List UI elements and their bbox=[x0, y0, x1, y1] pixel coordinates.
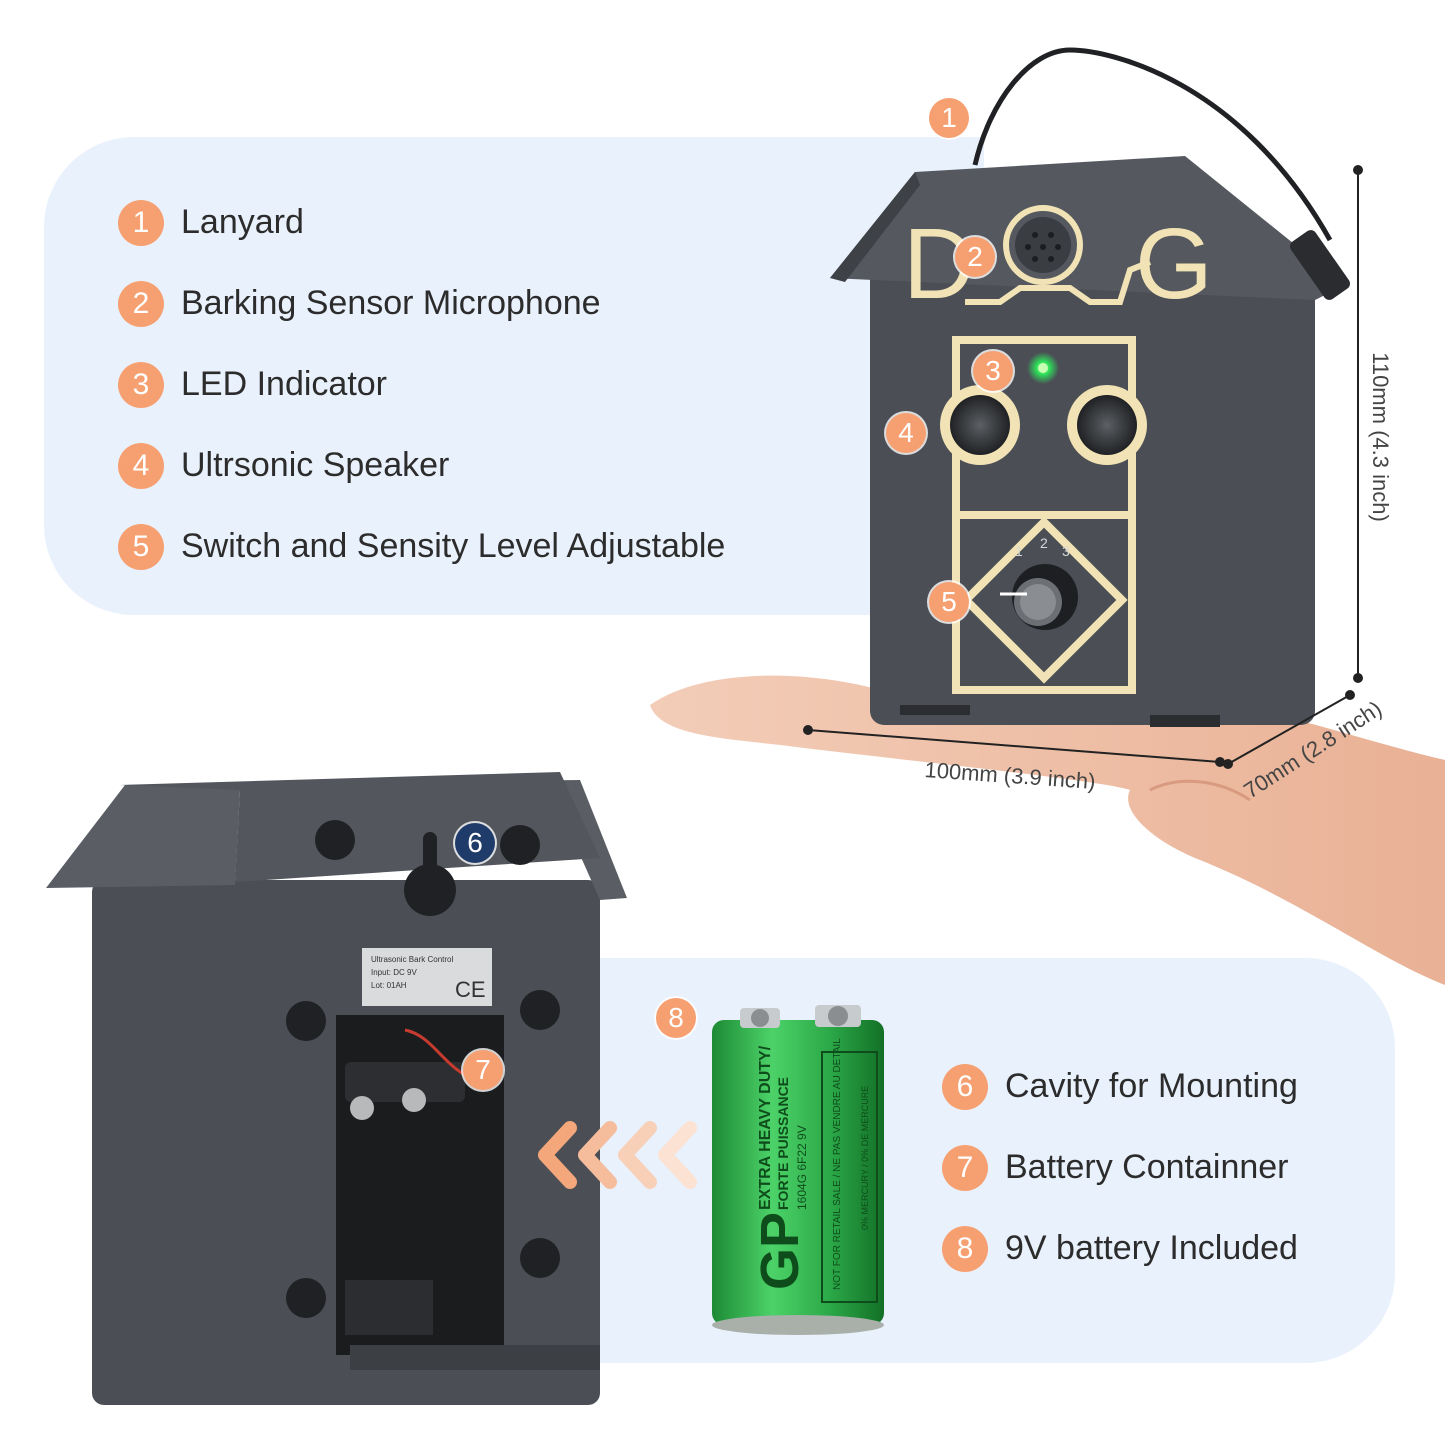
feature-list-bottom: 6 Cavity for Mounting 7 Battery Containn… bbox=[942, 1046, 1298, 1289]
feature-item: 2 Barking Sensor Microphone bbox=[118, 263, 725, 344]
svg-text:Ultrasonic Bark Control: Ultrasonic Bark Control bbox=[371, 955, 453, 964]
9v-battery: GP EXTRA HEAVY DUTY/ FORTE PUISSANCE 160… bbox=[712, 1005, 884, 1335]
feature-item: 8 9V battery Included bbox=[942, 1208, 1298, 1289]
svg-text:Lot: 01AH: Lot: 01AH bbox=[371, 981, 407, 990]
svg-text:1604G 6F22 9V: 1604G 6F22 9V bbox=[795, 1125, 809, 1210]
svg-text:Input: DC 9V: Input: DC 9V bbox=[371, 968, 417, 977]
callout-1: 1 bbox=[929, 98, 969, 138]
feature-label: 9V battery Included bbox=[1005, 1229, 1298, 1267]
led-indicator bbox=[1038, 363, 1048, 373]
feature-item: 1 Lanyard bbox=[118, 182, 725, 263]
number-badge: 6 bbox=[942, 1063, 988, 1110]
feature-list-top: 1 Lanyard 2 Barking Sensor Microphone 3 … bbox=[118, 182, 725, 587]
feature-label: Lanyard bbox=[181, 203, 304, 241]
number-badge: 4 bbox=[118, 442, 164, 489]
svg-text:3: 3 bbox=[1062, 543, 1070, 559]
svg-text:EXTRA HEAVY DUTY/: EXTRA HEAVY DUTY/ bbox=[757, 1045, 774, 1210]
feature-label: Barking Sensor Microphone bbox=[181, 284, 601, 322]
dimension-lines bbox=[803, 165, 1363, 769]
callout-5: 5 bbox=[929, 582, 969, 622]
feature-item: 6 Cavity for Mounting bbox=[942, 1046, 1298, 1127]
number-badge: 3 bbox=[118, 361, 164, 408]
feature-label: Cavity for Mounting bbox=[1005, 1067, 1298, 1105]
feature-item: 5 Switch and Sensity Level Adjustable bbox=[118, 506, 725, 587]
speaker-left bbox=[950, 395, 1010, 455]
svg-text:FORTE PUISSANCE: FORTE PUISSANCE bbox=[775, 1077, 791, 1210]
back-label bbox=[362, 948, 492, 1006]
number-badge: 2 bbox=[118, 280, 164, 327]
callout-8: 8 bbox=[656, 998, 696, 1038]
svg-text:CE: CE bbox=[455, 977, 486, 1002]
callout-6: 6 bbox=[455, 823, 495, 863]
feature-label: Ultrsonic Speaker bbox=[181, 446, 450, 484]
number-badge: 7 bbox=[942, 1144, 988, 1191]
feature-item: 7 Battery Containner bbox=[942, 1127, 1298, 1208]
speaker-right bbox=[1077, 395, 1137, 455]
back-device: Ultrasonic Bark Control Input: DC 9V Lot… bbox=[46, 772, 627, 1405]
feature-item: 3 LED Indicator bbox=[118, 344, 725, 425]
callout-3: 3 bbox=[973, 351, 1013, 391]
callout-4: 4 bbox=[886, 413, 926, 453]
svg-text:1: 1 bbox=[1015, 543, 1023, 559]
feature-label: Switch and Sensity Level Adjustable bbox=[181, 527, 726, 565]
svg-text:NOT FOR RETAIL SALE / NE PAS V: NOT FOR RETAIL SALE / NE PAS VENDRE AU D… bbox=[832, 1038, 843, 1290]
feature-label: Battery Containner bbox=[1005, 1148, 1289, 1186]
number-badge: 1 bbox=[118, 199, 164, 246]
insert-arrow-icon bbox=[538, 1121, 697, 1189]
height-dimension: 110mm (4.3 inch) bbox=[1368, 352, 1393, 522]
number-badge: 8 bbox=[942, 1225, 988, 1272]
lanyard-cord bbox=[972, 47, 1333, 242]
info-panel-top bbox=[44, 137, 984, 615]
svg-text:2: 2 bbox=[1040, 535, 1048, 551]
number-badge: 5 bbox=[118, 523, 164, 570]
feature-item: 4 Ultrsonic Speaker bbox=[118, 425, 725, 506]
callout-7: 7 bbox=[463, 1050, 503, 1090]
feature-label: LED Indicator bbox=[181, 365, 387, 403]
callout-2: 2 bbox=[955, 237, 995, 277]
front-device: D G 1 2 3 bbox=[830, 47, 1351, 727]
svg-text:GP: GP bbox=[750, 1212, 810, 1290]
svg-text:0% MERCURY / 0% DE MERCURE: 0% MERCURY / 0% DE MERCURE bbox=[860, 1086, 870, 1230]
